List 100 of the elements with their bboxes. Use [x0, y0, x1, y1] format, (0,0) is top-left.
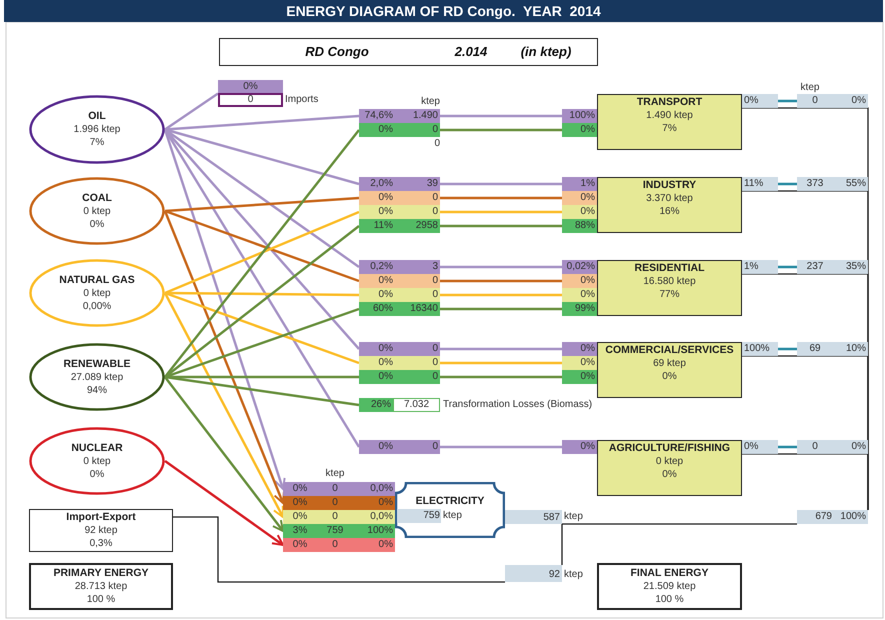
value-cell: 587: [505, 510, 562, 524]
data-row: [283, 482, 395, 496]
share-value: 0%: [378, 538, 393, 552]
percent-value: 0%: [378, 342, 393, 356]
share-cell: 0%: [562, 342, 597, 356]
box-heading: FINAL ENERGY: [630, 567, 708, 580]
ktep-value: 0: [432, 370, 438, 384]
connector-dash: [778, 446, 797, 448]
data-row: [359, 302, 440, 316]
ktep-value: 0: [811, 94, 819, 108]
energy-value: 27.089 ktep: [70, 370, 124, 384]
unit-label: ktep: [564, 510, 583, 524]
ktep-value: 69: [808, 342, 822, 356]
ktep-value: 0: [432, 274, 438, 288]
connector-dash: [778, 100, 797, 102]
data-row: [359, 288, 440, 302]
share-value: 0,0%: [369, 482, 393, 496]
share-cell: 0%: [562, 288, 597, 302]
ktep-value: 0: [331, 538, 339, 552]
data-row: [359, 370, 440, 384]
share-cell: 0%: [562, 370, 597, 384]
flow-line: [440, 266, 562, 268]
share-cell: 0%: [218, 80, 283, 93]
data-row: [359, 260, 440, 274]
row-label: Transformation Losses (Biomass): [443, 398, 592, 412]
data-row: [283, 538, 395, 552]
share-value: 100 %: [655, 593, 684, 606]
percent-value: 0%: [292, 510, 308, 524]
unit-label: ktep: [564, 568, 583, 582]
ktep-value: 0: [432, 288, 438, 302]
flow-line: [164, 376, 360, 406]
sector-name: AGRICULTURE/FISHING: [608, 442, 730, 455]
ktep-value: 0: [432, 440, 438, 454]
ktep-value: 679: [815, 510, 832, 524]
percent-value: 3%: [292, 524, 308, 538]
energy-value: 28.713 ktep: [74, 580, 128, 593]
share-value: 35%: [846, 260, 866, 274]
ktep-value: 0: [432, 191, 438, 205]
flow-line: [440, 182, 562, 186]
data-row: [359, 123, 440, 137]
electricity-title: ELECTRICITY: [414, 494, 486, 508]
share-value: 0,0%: [369, 510, 393, 524]
energy-value: 0 ktep: [83, 204, 111, 218]
summary-box: [29, 509, 173, 552]
share-value: 7%: [662, 122, 677, 135]
ktep-value: 759: [326, 524, 344, 538]
connector-dash: [778, 348, 797, 350]
energy-value: 0 ktep: [656, 455, 684, 468]
ktep-value: 1.490: [412, 109, 438, 123]
ktep-value: 0: [331, 510, 339, 524]
flow-line: [164, 292, 360, 364]
share-value: 0%: [90, 468, 104, 480]
source-name: OIL: [88, 110, 106, 123]
energy-value: 92 ktep: [84, 524, 118, 537]
share-value: 55%: [846, 177, 866, 191]
energy-value: 1.996 ktep: [74, 123, 120, 136]
data-row: [283, 510, 395, 524]
flow-arrow: [164, 460, 284, 546]
ktep-value: 2958: [416, 219, 438, 233]
share-cell: 26%: [359, 398, 393, 412]
share-value: 100%: [840, 510, 866, 524]
energy-value: 69 ktep: [653, 357, 686, 370]
share-cell: 0%: [562, 191, 597, 205]
box-heading: PRIMARY ENERGY: [53, 567, 149, 580]
data-row: [359, 109, 440, 123]
sector-name: TRANSPORT: [636, 96, 702, 109]
share-value: 0%: [852, 94, 866, 108]
source-name: NATURAL GAS: [59, 274, 135, 286]
value-cell: 92: [505, 565, 562, 582]
sector-name: RESIDENTIAL: [634, 262, 704, 275]
share-cell: 1%: [742, 260, 778, 274]
data-row: [359, 440, 440, 454]
ktep-value: 0: [432, 342, 438, 356]
data-row: [283, 524, 395, 538]
value-cell: 759: [397, 509, 441, 523]
data-row: [359, 191, 440, 205]
percent-value: 0%: [378, 191, 393, 205]
share-cell: 100%: [742, 342, 778, 356]
share-cell: 11%: [742, 177, 778, 191]
value-cell: 0: [218, 93, 283, 107]
share-cell: 0%: [562, 205, 597, 219]
flow-line: [440, 280, 562, 282]
share-value: 77%: [659, 288, 680, 301]
flow-line: [173, 516, 505, 583]
sector-box: [597, 177, 742, 233]
energy-value: 0 ktep: [83, 286, 111, 300]
share-cell: 0%: [742, 94, 778, 108]
data-row: [359, 342, 440, 356]
electricity-row: [797, 260, 868, 274]
flow-line: [440, 348, 562, 350]
subtitle-box: [219, 38, 598, 66]
percent-value: 0%: [292, 496, 308, 510]
flow-line: [440, 376, 562, 378]
share-cell: 100%: [562, 109, 597, 123]
flow-line: [440, 294, 562, 296]
place-name: RD Congo: [305, 44, 369, 59]
unit-note: (in ktep): [520, 44, 572, 59]
electricity-row: [797, 94, 868, 108]
share-value: 100%: [366, 524, 393, 538]
row-label: Imports: [285, 93, 318, 107]
